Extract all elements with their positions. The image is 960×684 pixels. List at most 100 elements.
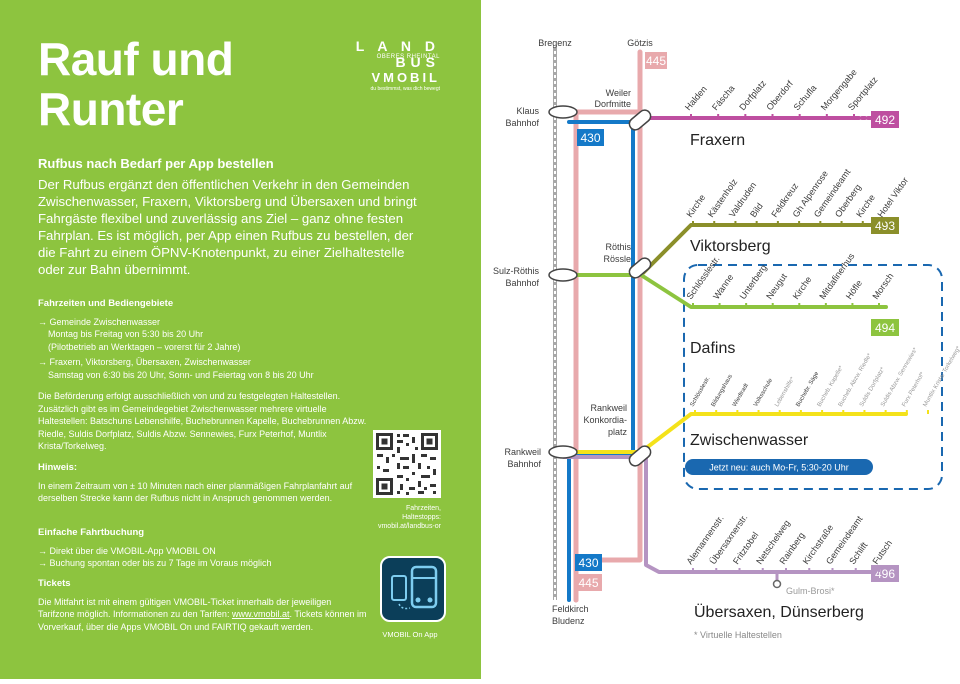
rankweil-k-label-1: Rankweil [590,403,627,413]
tickets-text-a: Die Mitfahrt ist mit einem gültigen VMOB… [38,596,332,620]
sulz-label-1: Sulz-Röthis [493,266,540,276]
feldkirch-label-1: Feldkirch [552,604,589,614]
gulm-brosi-stop [772,579,782,589]
weiler-label-1: Weiler [606,88,631,98]
line-445-rail [573,109,643,603]
qr-code[interactable] [373,430,441,498]
hub-0 [628,109,652,131]
times-line-1: → Gemeinde Zwischenwasser [38,316,161,327]
times-line-5: Samstag von 6:30 bis 20 Uhr, Sonn- und F… [48,369,314,380]
badge-494-box [871,319,899,336]
fraxern-stop-label-3: Oberdorf [764,78,795,112]
booking-section: Einfache Fahrtbuchung → Direkt über die … [38,527,368,570]
times-paragraph: Die Beförderung erfolgt ausschließlich v… [38,391,367,451]
zwischenwasser-stop-label-3: Volksschule [753,377,774,408]
qr-caption-line-3: vmobil.at/landbus-or [377,523,441,530]
zwischenwasser-stop-label-9: Suldis Abzw. Sennewies* [880,346,919,408]
line-430 [567,120,635,602]
qr-caption: Fahrzeiten, Haltestopps: vmobil.at/landb… [340,504,441,531]
times-section: Fahrzeiten und Bediengebiete → Gemeinde … [38,298,368,453]
dafins-stop-label-3: Neugut [764,271,789,301]
zwischenwasser-stop-label-5: Buchebr. Säge [795,370,820,408]
fraxern-title: Fraxern [690,132,745,149]
rail-station-1 [548,268,578,282]
dafins-stop-label-4: Kirche [791,275,814,302]
zwischenwasser-stop-label-0: Schlösslestr. [690,376,712,408]
fraxern-stop-label-2: Dorfplatz [737,78,768,112]
page-title: Rauf und Runter [38,33,234,135]
booking-heading: Einfache Fahrtbuchung [38,527,145,538]
badge-492-box [871,111,899,128]
roethis-label-2: Rössle [603,254,631,264]
bus-phone-icon [391,565,438,610]
badge-430-top: 430 [580,131,600,145]
viktorsberg-stop-label-0: Kirche [684,193,707,220]
uebersaxen-stop-label-8: Futsch [870,538,894,566]
rankweil-b-label-2: Bahnhof [507,459,541,469]
viktorsberg-title: Viktorsberg [690,238,771,255]
fraxern-stop-label-0: Halden [683,84,709,112]
zwischenwasser-stop-label-10: Furx Peterhof* [901,371,926,408]
zwischenwasser-stop-label-2: Wiedtradt [732,382,750,408]
rankweil-k-label-3: platz [608,427,628,437]
fraxern-stop-label-1: Fäscha [710,83,737,112]
badge-492: 492 [875,113,895,127]
zwischenwasser-notice: Jetzt neu: auch Mo-Fr, 5:30-20 Uhr [709,463,849,473]
tickets-link[interactable]: www.vmobil.at [231,609,290,619]
gulm-brosi-label: Gulm-Brosi* [786,586,835,596]
fraxern-stop-label-4: Schufla [792,83,819,112]
landbus-logo-subtitle: OBERES RHEINTAL [376,54,440,60]
roethis-label-1: Röthis [605,242,631,252]
zwischenwasser-stop-label-11: Muntlix Krista/ Torkelweg* [923,345,960,408]
hint-text: In einem Zeitraum von ± 10 Minuten nach … [38,480,353,504]
badge-494: 494 [875,321,895,335]
badge-430-top-box [577,129,604,146]
hub-2 [628,445,652,467]
badge-493-box [871,217,899,234]
times-line-2: Montag bis Freitag von 5:30 bis 20 Uhr [48,329,204,339]
viktorsberg-stop-label-9: Hotel Viktor [875,175,910,219]
landbus-logo: L A N D BUS [355,38,440,70]
info-panel: Rauf und Runter L A N D BUS OBERES RHEIN… [0,0,481,679]
qr-caption-line-2: Haltestopps: [402,514,441,521]
zwischenwasser-stop-label-4: Lebenshilfe* [774,376,796,408]
viktorsberg-stop-label-3: Bild [748,201,765,219]
qr-code-graphic [376,433,438,495]
rail-station-2 [548,445,578,459]
badge-430-bottom-box [575,554,602,571]
sulz-label-2: Bahnhof [505,278,539,288]
dafins-stop-label-6: Höfle [844,278,864,301]
dafins-title: Dafins [690,340,735,357]
zwischenwasser-title: Zwischenwasser [690,432,809,449]
weiler-label-2: Dorfmitte [594,99,631,109]
vmobil-logo-subtitle: du bestimmst, was dich bewegt [370,86,440,92]
times-heading: Fahrzeiten und Bediengebiete [38,298,174,309]
badge-496: 496 [875,567,895,581]
hub-1 [628,257,652,279]
dafins-stop-label-1: Wanne [711,272,735,301]
line-496 [562,455,893,574]
app-caption: VMOBIL On App [382,630,438,639]
intro-text: Der Rufbus ergänzt den öffentlichen Verk… [38,177,417,277]
viktorsberg-stop-label-8: Kirche [854,193,877,220]
booking-line-2: → Buchung spontan oder bis zu 7 Tage im … [38,558,272,568]
badge-493: 493 [875,219,895,233]
booking-line-1: → Direkt über die VMOBIL-App VMOBIL ON [38,545,216,556]
qr-caption-line-1: Fahrzeiten, [405,505,441,512]
goetzis-label: Götzis [627,38,653,48]
line-zwischenwasser [562,412,908,454]
times-line-4: → Fraxern, Viktorsberg, Übersaxen, Zwisc… [38,357,251,367]
rail-station-0 [548,105,578,119]
vmobil-on-app-icon[interactable] [380,556,446,622]
hint-section: Hinweis: In einem Zeitraum von ± 10 Minu… [38,462,368,505]
tickets-heading: Tickets [38,578,71,589]
badge-430-bottom: 430 [578,556,598,570]
feldkirch-label-2: Bludenz [552,616,585,626]
klaus-label-1: Klaus [516,106,539,116]
badge-445-top: 445 [646,54,666,68]
uebersaxen-stop-label-7: Schlift [847,540,870,566]
klaus-label-2: Bahnhof [505,118,539,128]
zwischenwasser-notice-pill [685,459,873,475]
